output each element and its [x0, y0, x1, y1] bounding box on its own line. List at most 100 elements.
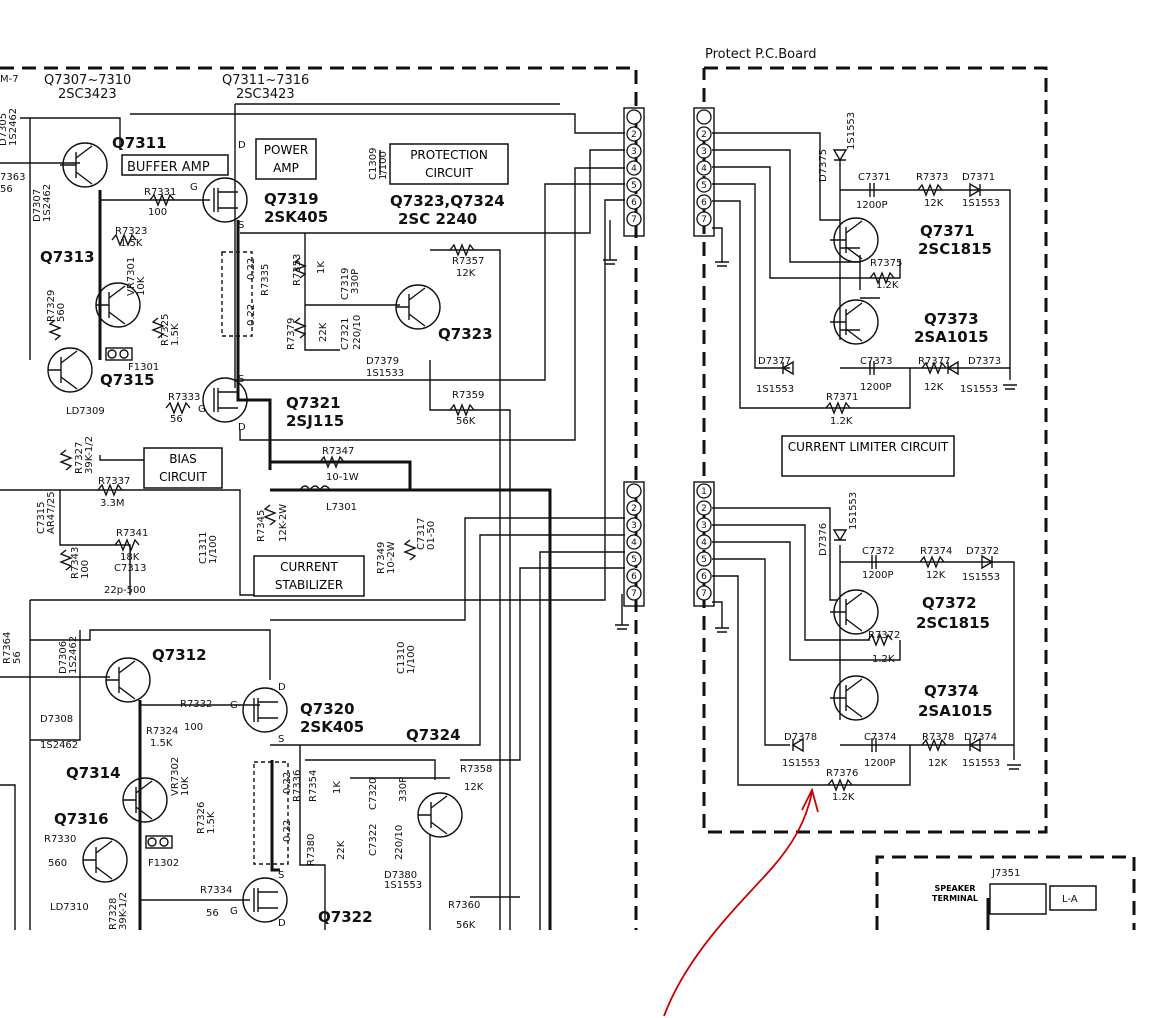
d7377-type: 1S1553 [756, 384, 794, 395]
r7329-val: 560 [56, 303, 67, 322]
q7321-d-pin: D [238, 422, 246, 433]
r7331-label: R7331 [144, 187, 176, 198]
d7308-label: D7308 [40, 714, 73, 725]
q7322-g-pin: G [230, 906, 238, 917]
annotation-arrow-head [801, 787, 819, 813]
r7363-label: 7363 [0, 172, 25, 183]
protection-circuit-label: PROTECTION CIRCUIT [410, 148, 488, 180]
current-limiter-box [781, 435, 955, 477]
vr7302-label: VR7302 [170, 757, 181, 796]
la-box [1049, 885, 1097, 911]
q7320-label: Q7320 [300, 700, 355, 718]
r7325-label: R7325 [160, 314, 171, 346]
r7379-val: 22K [318, 322, 329, 342]
c7315-val: AR47/25 [46, 491, 57, 534]
power-amp-label: POWER AMP [263, 143, 309, 175]
r7372-label: R7372 [868, 630, 900, 641]
r7372-val: 1.2K [872, 654, 895, 665]
r7364-val: 56 [12, 651, 23, 664]
current-limiter-label: CURRENT LIMITER CIRCUIT [787, 440, 949, 454]
d7306-label: D7306 [58, 641, 69, 674]
current-stabilizer-label: CURRENT STABILIZER [274, 560, 344, 592]
c7373-val: 1200P [860, 382, 891, 393]
r7327-label: R7327 [74, 442, 85, 474]
d7374-type: 1S1553 [962, 758, 1000, 769]
q7321-type: 2SJ115 [286, 412, 344, 430]
current-stabilizer-fo: CURRENT STABILIZER [274, 560, 344, 592]
d7307-label: D7307 [32, 189, 43, 222]
r7363-val: 56 [0, 184, 13, 195]
d7379-label: D7379 [366, 356, 399, 367]
ld7309-label: LD7309 [66, 406, 105, 417]
pin-rl-1: 1 [701, 487, 707, 497]
r7378-label: R7378 [922, 732, 954, 743]
q7324-label: Q7324 [406, 726, 461, 744]
r7380-label: R7380 [306, 834, 317, 866]
c7374-val: 1200P [864, 758, 895, 769]
q7320-s-pin: S [278, 734, 284, 745]
c1309-val: 1/100 [378, 151, 389, 180]
r7371-label: R7371 [826, 392, 858, 403]
pin-lu-3: 3 [631, 147, 637, 157]
r7347-label: R7347 [322, 446, 354, 457]
r7336-label: R7336 [292, 770, 303, 802]
r7323-val: 1.5K [120, 238, 143, 249]
d7371-label: D7371 [962, 172, 995, 183]
pin-rl-7: 7 [701, 589, 707, 599]
pin-ru-4: 4 [701, 164, 707, 174]
r7343-label: R7343 [70, 547, 81, 579]
q7319-d-pin: D [238, 140, 246, 151]
q7322-s-pin: S [278, 870, 284, 881]
q7323-24-type: 2SC 2240 [398, 210, 477, 228]
r7326-val: 1.5K [206, 811, 217, 834]
connector-right-upper [693, 107, 715, 237]
protect-upper-wiring [712, 132, 1011, 409]
annotation-arrow-line [663, 791, 813, 1017]
c7313-val: 22p-500 [104, 585, 146, 596]
speaker-terminal-block: J7351 SPEAKER TERMINAL L-A [932, 868, 1097, 930]
pin-lu-7: 7 [631, 215, 637, 225]
r7345-val: 12K-2W [278, 504, 289, 542]
pin-rl-2: 2 [701, 504, 707, 514]
bias-circuit-label: BIAS CIRCUIT [159, 452, 207, 484]
pin-ll-2: 2 [631, 504, 637, 514]
q7316-label: Q7316 [54, 810, 109, 828]
r7371-val: 1.2K [830, 416, 853, 427]
pin-ru-3: 3 [701, 147, 707, 157]
c7319-val: 330P [350, 269, 361, 294]
d7372-label: D7372 [966, 546, 999, 557]
r7375-label: R7375 [870, 258, 902, 269]
c1310-label: C1310 [396, 642, 407, 674]
r7357-val: 12K [456, 268, 476, 279]
r7347-val: 10-1W [326, 472, 359, 483]
d7378-label: D7378 [784, 732, 817, 743]
r7379-label: R7379 [286, 318, 297, 350]
d7379-type: 1S1533 [366, 368, 404, 379]
q7374-type: 2SA1015 [918, 702, 993, 720]
r7331-val: 100 [148, 207, 167, 218]
c7322-label: C7322 [368, 824, 379, 856]
connector-left-lower [623, 481, 645, 607]
q7323-label: Q7323 [438, 325, 493, 343]
r7377-val: 12K [924, 382, 944, 393]
r7359-label: R7359 [452, 390, 484, 401]
r7353-val: 1K [316, 261, 327, 274]
pin-lu-6: 6 [631, 198, 637, 208]
c1311-val: 1/100 [208, 535, 219, 564]
pin-lu-4: 4 [631, 164, 637, 174]
r7328-label: R7328 [108, 898, 119, 930]
bias-circuit-box [143, 447, 223, 489]
q7371-label: Q7371 [920, 222, 975, 240]
protect-lower-labels: D7376 1S1553 C7372 1200P R7374 12K D7372… [782, 492, 1000, 803]
d7373-type: 1S1553 [960, 384, 998, 395]
r7327-val: 39K-1/2 [84, 436, 95, 474]
r7359-val: 56K [456, 416, 476, 427]
d7380-type: 1S1553 [384, 880, 422, 891]
q7372-type: 2SC1815 [916, 614, 990, 632]
connector-pin-numbers: 2 3 4 5 6 7 2 3 4 5 6 7 2 3 4 5 6 7 1 2 … [631, 130, 707, 599]
annotation-arrow [663, 787, 819, 1017]
current-limiter-fo: CURRENT LIMITER CIRCUIT [787, 440, 949, 454]
power-amp-fo: POWER AMP [263, 143, 309, 175]
r7335-a: 0.22 [246, 258, 257, 280]
r7337-label: R7337 [98, 476, 130, 487]
